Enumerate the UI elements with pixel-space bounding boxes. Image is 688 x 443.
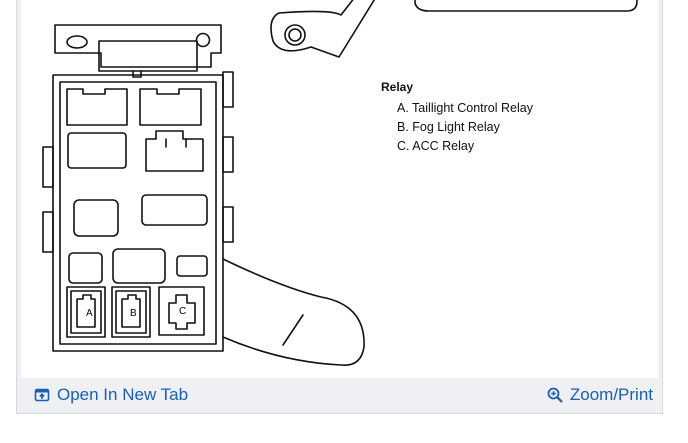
open-new-tab-icon [34, 388, 50, 402]
relay-legend: Relay A. Taillight Control Relay B. Fog … [381, 80, 533, 156]
legend-item-a: A. Taillight Control Relay [397, 101, 533, 115]
zoom-print-link[interactable]: Zoom/Print [547, 385, 653, 405]
zoom-in-icon [547, 387, 563, 403]
open-new-tab-label: Open In New Tab [57, 385, 189, 404]
image-card: A B C Relay A. Taillight Control Relay B… [16, 0, 663, 414]
legend-title: Relay [381, 80, 414, 94]
legend-item-b: B. Fog Light Relay [397, 120, 500, 134]
relay-box-drawing [42, 0, 638, 366]
zoom-print-label: Zoom/Print [569, 385, 653, 404]
relay-c-label: C [179, 306, 187, 317]
legend-item-c: C. ACC Relay [397, 139, 475, 153]
image-footer: Open In New Tab Zoom/Print [17, 378, 662, 412]
open-new-tab-link[interactable]: Open In New Tab [34, 385, 188, 405]
relay-a-label: A [86, 308, 93, 319]
relay-b-label: B [130, 308, 137, 319]
relay-diagram: A B C Relay A. Taillight Control Relay B… [21, 0, 658, 378]
